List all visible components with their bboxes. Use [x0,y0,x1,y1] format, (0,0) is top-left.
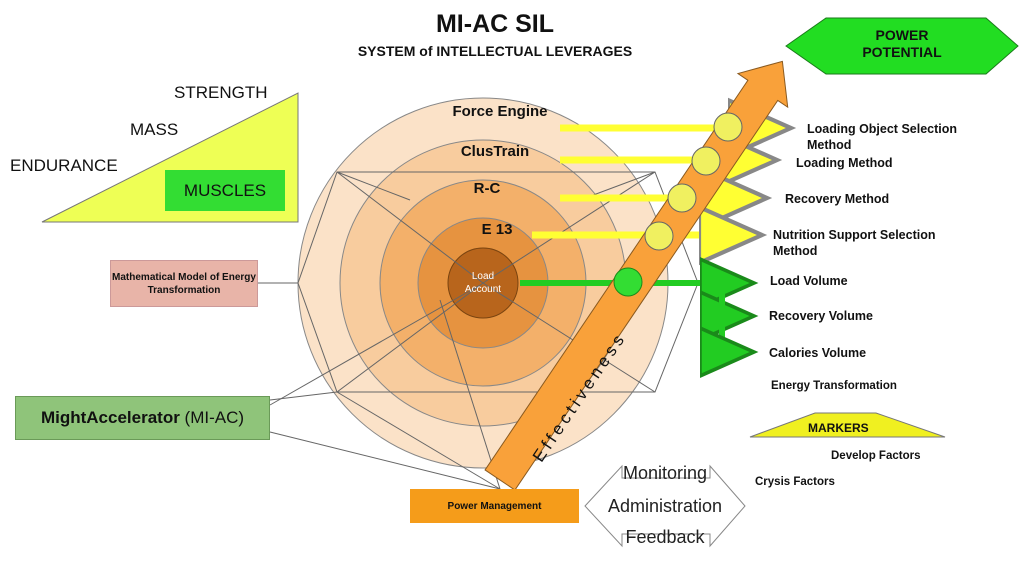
clustrain-label: ClusTrain [460,143,530,160]
output-recovery-method: Recovery Method [785,192,890,206]
arrow-calories-volume [722,283,748,352]
math-model-box: Mathematical Model of Energy Transformat… [110,260,258,307]
output-recovery-volume: Recovery Volume [769,309,873,323]
mad-double-arrow [584,464,746,548]
page-title: MI-AC SIL [435,10,555,38]
crysis-factors-label: Crysis Factors [755,476,835,488]
develop-factors-label: Develop Factors [831,450,921,462]
output-load-volume: Load Volume [770,274,848,288]
might-accelerator-box: MightAccelerator (MI-AC) [15,396,270,440]
output-nutrition: Nutrition Support Selection Method [773,228,936,258]
feedback-label: Feedback [625,527,705,547]
arrow-nodes [644,112,743,251]
endurance-label: ENDURANCE [10,156,118,175]
mass-label: MASS [130,120,179,139]
markers-label: MARKERS [808,421,869,435]
e13-label: E 13 [481,221,513,238]
output-calories-volume: Calories Volume [769,346,867,360]
arrow-recovery-volume [722,283,748,316]
markers-triangle [749,412,946,438]
load-account-label: Load Account [464,271,502,295]
load-volume-node [613,267,643,297]
output-energy-transformation: Energy Transformation [771,380,897,392]
page-subtitle: SYSTEM of INTELLECTUAL LEVERAGES [357,43,633,59]
muscles-box: MUSCLES [165,170,285,211]
might-accelerator-abbrev: (MI-AC) [179,408,245,427]
rc-label: R-C [473,180,501,197]
power-potential-label: POWER POTENTIAL [862,27,942,60]
administration-label: Administration [607,496,723,516]
strength-label: STRENGTH [174,83,268,102]
force-engine-label: Force Engine [452,103,548,120]
power-potential-shape [785,17,1019,75]
might-accelerator-name: MightAccelerator [40,408,180,427]
monitoring-label: Monitoring [622,463,708,483]
output-loading-object: Loading Object Selection Method [807,122,958,152]
power-management-box: Power Management [410,489,579,523]
hexagon-lines [258,171,699,490]
output-loading-method: Loading Method [796,156,893,170]
